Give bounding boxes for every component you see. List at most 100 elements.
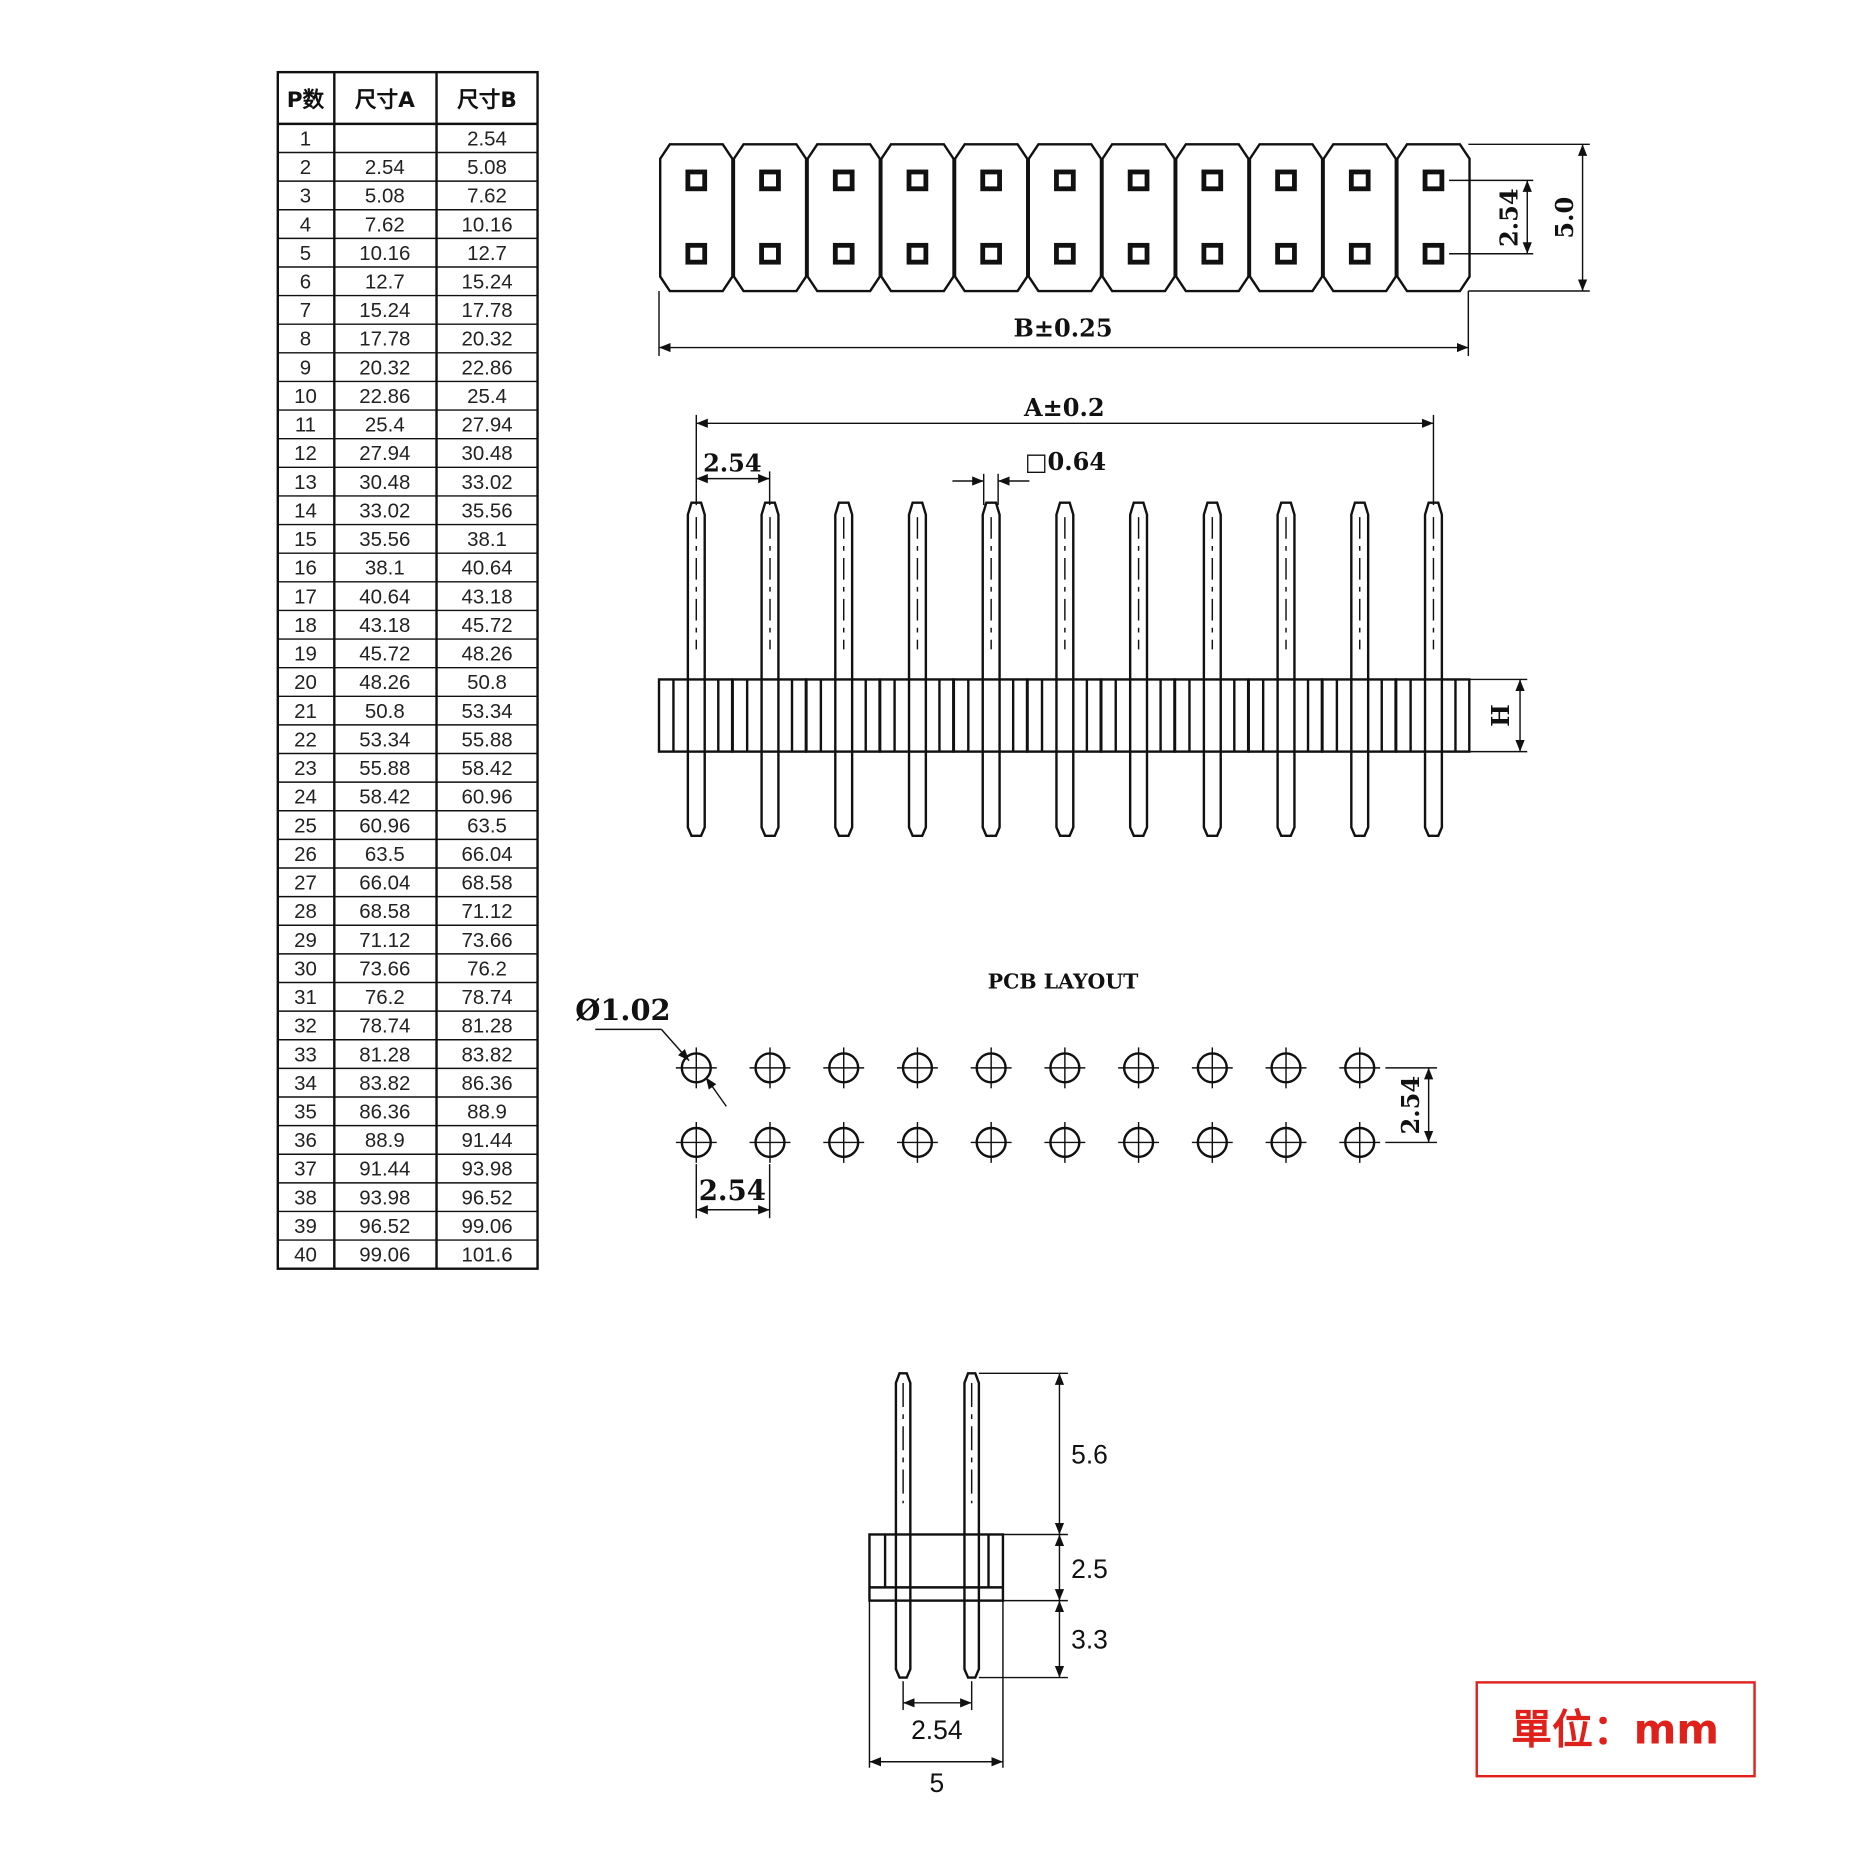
pcb-hole: [749, 1121, 791, 1163]
pcb-hole: [675, 1047, 717, 1089]
table-cell: 36: [294, 1129, 317, 1152]
table-cell: 1: [300, 127, 311, 150]
housing-segment: [1321, 678, 1397, 753]
table-cell: 66.04: [461, 843, 512, 866]
table-cell: 22: [294, 728, 317, 751]
end-bottom-pin-label: 3.3: [1071, 1625, 1108, 1655]
table-cell: 99.06: [359, 1244, 410, 1267]
table-cell: 27.94: [461, 414, 512, 437]
table-cell: 5: [300, 242, 311, 265]
top-view-cell: [880, 143, 955, 293]
table-cell: 21: [294, 700, 317, 723]
table-cell: 26: [294, 843, 317, 866]
table-cell: 2: [300, 156, 311, 179]
table-cell: 2.54: [467, 127, 507, 150]
top-view: [659, 143, 1471, 293]
housing-segment: [1247, 678, 1324, 753]
side-pitch-label: 2.54: [703, 448, 762, 477]
table-cell: 17: [294, 585, 317, 608]
side-view-pin: [1350, 501, 1370, 837]
table-cell: 38.1: [467, 528, 507, 551]
table-cell: 20: [294, 671, 317, 694]
table-cell: 88.9: [467, 1101, 507, 1124]
square-pin: [906, 242, 929, 265]
side-height-label: H: [1486, 704, 1515, 727]
table-cell: 25.4: [467, 385, 507, 408]
table-cell: 9: [300, 356, 311, 379]
table-cell: 83.82: [461, 1043, 512, 1066]
top-length-label: B±0.25: [1014, 314, 1113, 343]
side-view-pin: [1202, 501, 1222, 837]
table-cell: 43.18: [359, 614, 410, 637]
table-cell: 40.64: [359, 585, 410, 608]
table-cell: 53.34: [461, 700, 512, 723]
top-height-label: 5.0: [1550, 197, 1579, 239]
table-cell: 18: [294, 614, 317, 637]
table-cell: 58.42: [461, 757, 512, 780]
table-cell: 33: [294, 1043, 317, 1066]
pcb-dimensions: Ø1.02 2.54 2.54: [575, 993, 1438, 1219]
table-cell: 60.96: [359, 814, 410, 837]
side-view-pin: [981, 501, 1001, 837]
table-cell: 83.82: [359, 1072, 410, 1095]
table-cell: 86.36: [461, 1072, 512, 1095]
table-cell: 20.32: [461, 328, 512, 351]
side-view-pin: [1055, 501, 1075, 837]
table-cell: 99.06: [461, 1215, 512, 1238]
table-cell: 48.26: [359, 671, 410, 694]
square-pin: [1348, 242, 1371, 265]
table-cell: 20.32: [359, 356, 410, 379]
side-view-pin: [1128, 501, 1149, 837]
pcb-hole: [1118, 1121, 1160, 1163]
table-cell: 55.88: [461, 728, 512, 751]
square-pin: [1127, 169, 1150, 192]
table-cell: 19: [294, 643, 317, 666]
pcb-hole: [896, 1047, 938, 1089]
table-cell: 33.02: [359, 499, 410, 522]
housing-segment: [805, 678, 881, 753]
table-cell: 10: [294, 385, 317, 408]
table-cell: 68.58: [461, 872, 512, 895]
pcb-hole: [1118, 1047, 1160, 1089]
table-cell: 24: [294, 786, 317, 809]
table-cell: 96.52: [359, 1215, 410, 1238]
end-top-pin-label: 5.6: [1071, 1440, 1108, 1470]
pcb-hole: [675, 1121, 717, 1163]
pin-size-label: □0.64: [1025, 447, 1106, 476]
table-cell: 50.8: [365, 700, 405, 723]
square-pin: [1422, 169, 1445, 192]
table-cell: 35: [294, 1101, 317, 1124]
table-cell: 81.28: [359, 1043, 410, 1066]
side-view-pin: [907, 501, 928, 837]
table-cell: 76.2: [365, 986, 405, 1009]
table-cell: 17.78: [359, 328, 410, 351]
table-cell: 68.58: [359, 900, 410, 923]
square-pin: [1054, 169, 1076, 192]
pcb-hole: [1191, 1047, 1233, 1089]
side-view-pin: [1276, 501, 1296, 837]
table-cell: 86.36: [359, 1101, 410, 1124]
table-cell: 73.66: [461, 929, 512, 952]
table-cell: 2.54: [365, 156, 405, 179]
square-pin: [1348, 169, 1371, 192]
table-cell: 71.12: [461, 900, 512, 923]
table-cell: 27.94: [359, 442, 410, 465]
table-cell: 22.86: [461, 356, 512, 379]
square-pin: [1275, 242, 1297, 265]
table-cell: 7.62: [365, 213, 405, 236]
pcb-hole: [896, 1121, 938, 1163]
side-view-pin: [686, 501, 706, 837]
table-cell: 7.62: [467, 185, 507, 208]
table-cell: 8: [300, 328, 311, 351]
square-pin: [685, 242, 708, 265]
table-cell: 35.56: [359, 528, 410, 551]
table-header-p: P数: [287, 88, 325, 113]
pcb-hole: [970, 1047, 1012, 1089]
table-cell: 16: [294, 557, 317, 580]
unit-label: 單位：mm: [1511, 1706, 1719, 1754]
top-view-dimensions: 2.54 5.0 B±0.25: [658, 143, 1590, 356]
housing-segment: [952, 678, 1029, 753]
table-cell: 96.52: [461, 1186, 512, 1209]
square-pin: [980, 169, 1002, 192]
